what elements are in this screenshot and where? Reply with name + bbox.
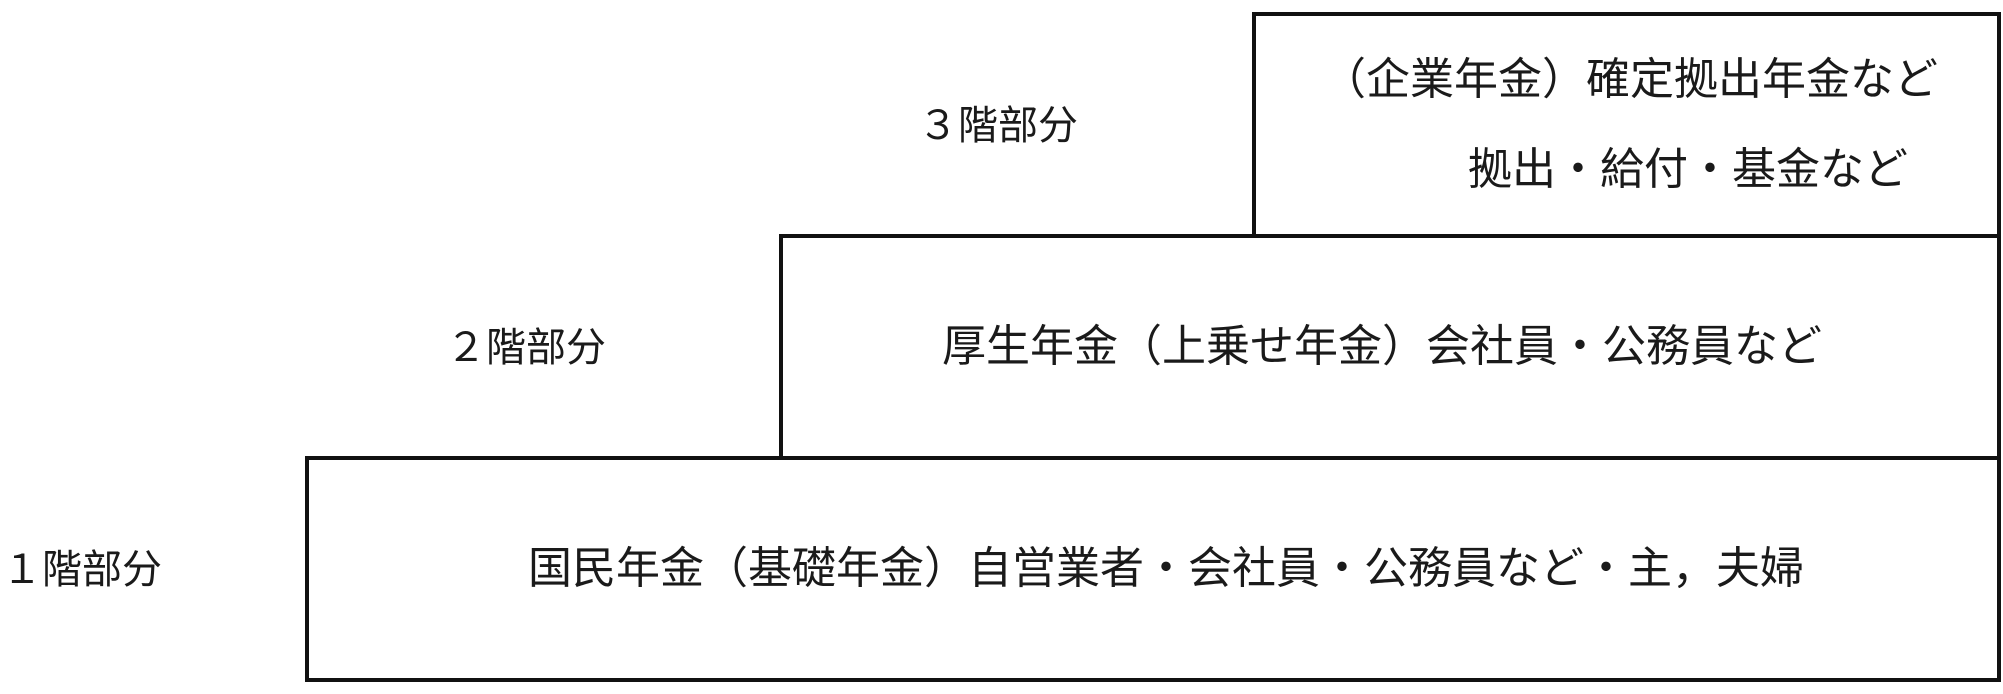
level-label-3: ３階部分 — [918, 103, 1078, 149]
tier-3-line-1: （企業年金）確定拠出年金など — [1322, 54, 1938, 105]
tier-1-line-1: 国民年金（基礎年金）自営業者・会社員・公務員など・主，夫婦 — [528, 543, 1804, 594]
tier-1-box — [305, 456, 2001, 682]
tier-3-box — [1252, 12, 2001, 238]
level-label-2: ２階部分 — [446, 325, 606, 371]
tier-2-line-1: 厚生年金（上乗せ年金）会社員・公務員など — [942, 321, 1822, 372]
level-label-1: １階部分 — [2, 547, 162, 593]
tier-3-line-2: 拠出・給付・基金など — [1468, 144, 1908, 195]
